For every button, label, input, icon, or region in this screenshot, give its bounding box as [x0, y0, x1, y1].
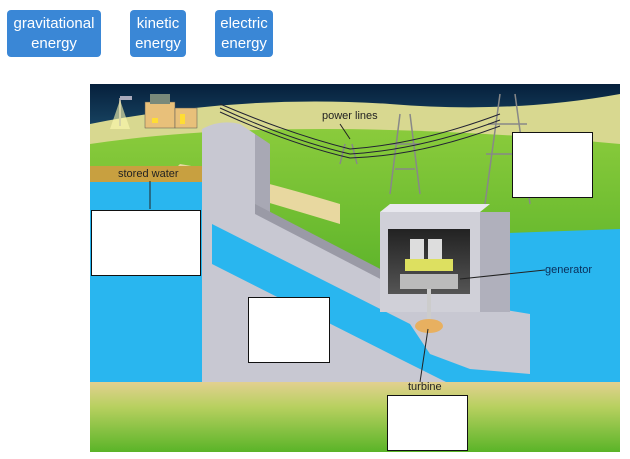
- water-edge: [90, 166, 210, 182]
- generator: [400, 274, 458, 289]
- label-stored-water: stored water: [118, 168, 179, 180]
- turbine: [415, 319, 443, 333]
- answer-chip-kinetic-energy[interactable]: kinetic energy: [130, 10, 186, 57]
- chip-line1: gravitational: [13, 14, 95, 32]
- chip-line1: electric: [220, 14, 268, 32]
- drop-zone-penstock[interactable]: [248, 297, 330, 363]
- chip-line2: energy: [135, 34, 181, 52]
- power-lines: [219, 103, 501, 159]
- house: [144, 101, 176, 129]
- drop-zone-power-lines[interactable]: [512, 132, 593, 198]
- chip-line1: kinetic: [136, 14, 180, 32]
- label-power-lines: power lines: [322, 110, 378, 122]
- label-generator: generator: [545, 264, 593, 276]
- drop-zone-turbine[interactable]: [387, 395, 468, 451]
- answer-chip-electric-energy[interactable]: electric energy: [215, 10, 273, 57]
- chip-line2: energy: [221, 34, 267, 52]
- chip-line2: energy: [31, 34, 77, 52]
- hydroelectric-dam-diagram: power lines stored water generator turbi…: [90, 84, 620, 452]
- answer-chip-gravitational-energy[interactable]: gravitational energy: [7, 10, 101, 57]
- ground: [90, 382, 620, 452]
- label-turbine: turbine: [408, 381, 442, 393]
- drop-zone-stored-water[interactable]: [91, 210, 201, 276]
